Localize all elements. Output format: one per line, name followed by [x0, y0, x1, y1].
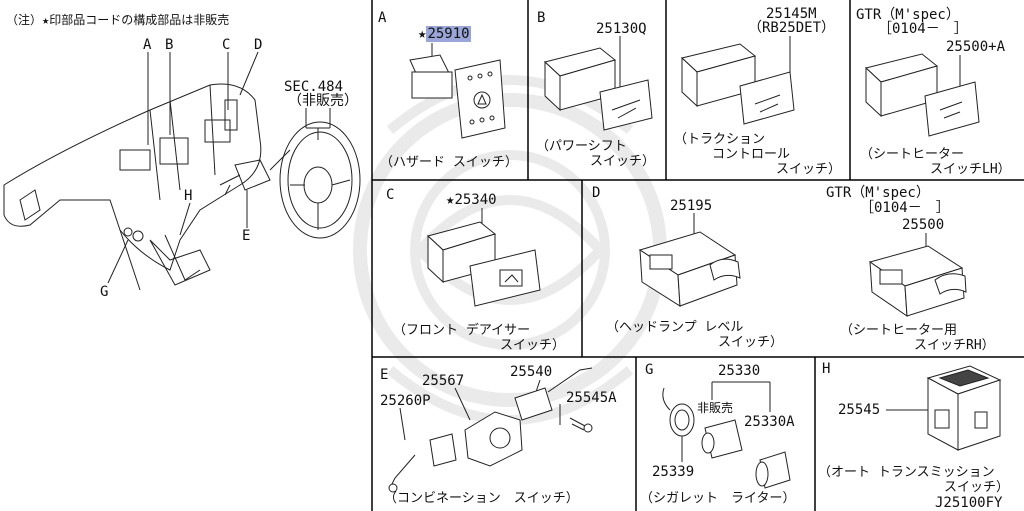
panel-B2-description-line1: （トラクション — [674, 132, 766, 147]
panel-B2-variant: （RB25DET） — [748, 20, 836, 36]
panel-G-not-sold: 非販売 — [697, 401, 734, 415]
panel-E-letter: E — [380, 367, 389, 383]
part-number-25330A[interactable]: 25330A — [744, 414, 795, 430]
part-number-25540[interactable]: 25540 — [510, 364, 553, 380]
part-number-25260P[interactable]: 25260P — [380, 393, 431, 409]
footer-code: J25100FY — [935, 495, 1003, 511]
panel-B1-description-line1: （パワーシフト — [536, 139, 627, 154]
callout-H: H — [184, 188, 193, 204]
panel-D2-description-line2: スイッチRH） — [914, 338, 995, 353]
panel-D-letter: D — [592, 185, 601, 201]
panel-H-description-line1: （オート トランスミッション — [818, 465, 995, 480]
panel-A-letter: A — [378, 10, 387, 26]
panel-B-letter: B — [537, 10, 546, 26]
sec-484-note: （非販売） — [288, 93, 358, 109]
part-number-25500+A[interactable]: 25500+A — [946, 39, 1006, 55]
panel-B1-description-line2: スイッチ） — [590, 154, 656, 169]
part-number-25500[interactable]: 25500 — [902, 217, 945, 233]
panel-B3-description-line1: （シートヒーター — [860, 147, 965, 162]
panel-A-part-number: ★25910 — [418, 26, 471, 42]
part-number-25195[interactable]: 25195 — [670, 198, 713, 214]
panel-D1-description-line1: （ヘッドランプ レベル — [606, 320, 744, 335]
part-number-25545A[interactable]: 25545A — [566, 390, 617, 406]
part-number-25545[interactable]: 25545 — [838, 402, 881, 418]
part-number-25567[interactable]: 25567 — [422, 373, 465, 389]
sec-484-label: SEC.484 — [284, 79, 344, 95]
panel-A-description: （ハザード スイッチ） — [380, 155, 518, 170]
part-number-25330[interactable]: 25330 — [718, 363, 761, 379]
panel-B3-description-line2: スイッチLH） — [930, 162, 1011, 177]
star-icon: ★ — [446, 192, 455, 208]
part-number-25910[interactable]: 25910 — [426, 26, 471, 42]
panel-B2-description-line2: コントロール — [712, 147, 791, 162]
callout-B: B — [165, 37, 174, 53]
part-number-25339[interactable]: 25339 — [652, 464, 695, 480]
panel-C-part-number: ★25340 — [446, 193, 497, 207]
panel-G-description: （シガレット ライター） — [640, 491, 796, 506]
panel-H-letter: H — [822, 361, 831, 377]
part-number-25340[interactable]: 25340 — [454, 192, 497, 208]
panel-C-description-line1: （フロント デアイサー — [393, 323, 531, 338]
panel-H-description-line2: スイッチ） — [944, 480, 1010, 495]
part-number-25145M[interactable]: 25145M — [766, 6, 817, 22]
callout-A: A — [143, 37, 152, 53]
star-icon: ★ — [418, 26, 427, 42]
note-text: （注）★印部品コードの構成部品は非販売 — [6, 13, 230, 27]
panel-B3-model: GTR（M'spec） — [856, 7, 960, 23]
callout-D: D — [254, 37, 263, 53]
panel-B3-period: ［0104－ ］ — [878, 21, 968, 37]
dashboard-overview-drawing — [3, 51, 361, 291]
callout-C: C — [222, 37, 231, 53]
panel-C-letter: C — [386, 187, 395, 203]
panel-D1-description-line2: スイッチ） — [718, 335, 784, 350]
part-number-25130Q[interactable]: 25130Q — [596, 21, 647, 37]
panel-E-description: （コンビネーション スイッチ） — [384, 491, 579, 506]
panel-C-description-line2: スイッチ） — [500, 338, 566, 353]
panel-B2-description-line3: スイッチ） — [776, 162, 842, 177]
panel-D2-period: ［0104－ ］ — [860, 200, 950, 216]
callout-G: G — [100, 284, 109, 300]
panel-D2-model: GTR（M'spec） — [826, 185, 930, 201]
callout-E: E — [242, 228, 251, 244]
panel-G-letter: G — [645, 362, 654, 378]
panel-D2-description-line1: （シートヒーター用 — [840, 323, 958, 338]
